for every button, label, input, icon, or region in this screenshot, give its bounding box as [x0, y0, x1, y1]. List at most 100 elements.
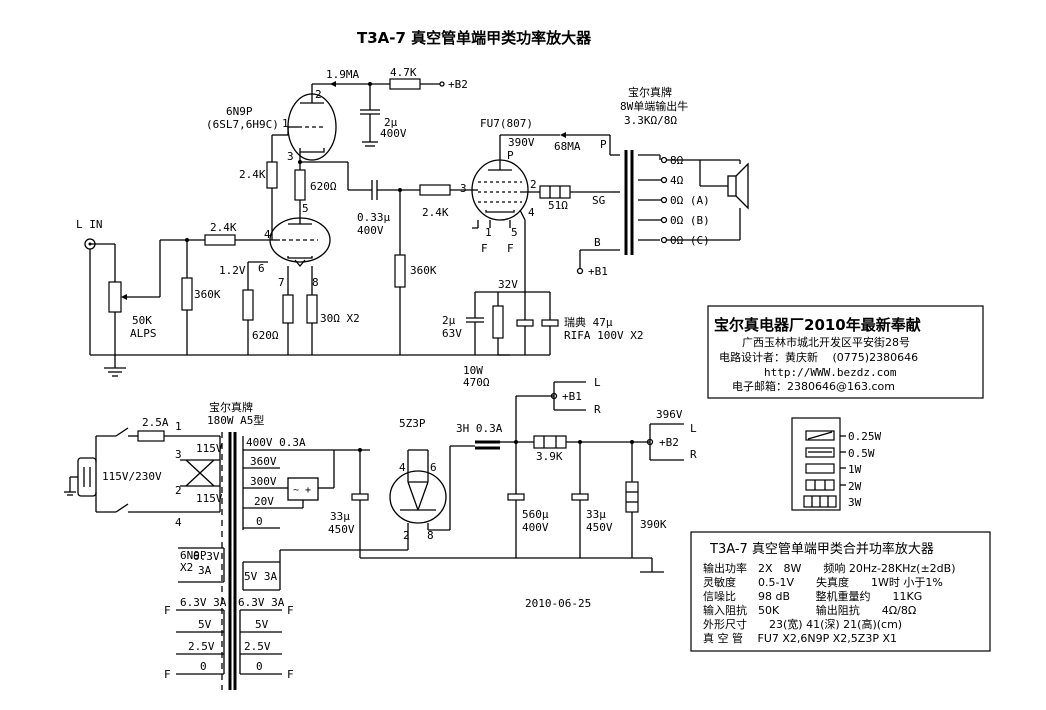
- svg-text:(6SL7,6H9C): (6SL7,6H9C): [206, 118, 279, 131]
- svg-text:620Ω: 620Ω: [310, 180, 337, 193]
- svg-text:63V: 63V: [442, 327, 462, 340]
- page-title: T3A-7 真空管单端甲类功率放大器: [357, 29, 592, 47]
- input-label: L IN: [76, 218, 103, 231]
- svg-text:3.9K: 3.9K: [536, 450, 563, 463]
- svg-text:400V: 400V: [522, 521, 549, 534]
- svg-text:3A: 3A: [198, 564, 212, 577]
- svg-text:560μ: 560μ: [522, 508, 549, 521]
- svg-text:+B2: +B2: [659, 436, 679, 449]
- svg-text:360V: 360V: [250, 455, 277, 468]
- svg-text:F: F: [481, 242, 488, 255]
- svg-text:X2: X2: [180, 561, 193, 574]
- fuse: [137, 430, 165, 442]
- svg-text:6N9P: 6N9P: [226, 105, 253, 118]
- svg-text:瑞典 47μ: 瑞典 47μ: [564, 315, 613, 329]
- svg-text:5V: 5V: [255, 618, 269, 631]
- svg-text:0: 0: [256, 660, 263, 673]
- svg-text:5: 5: [511, 226, 518, 239]
- svg-text:450V: 450V: [586, 521, 613, 534]
- svg-text:L: L: [594, 376, 601, 389]
- svg-text:6: 6: [258, 262, 265, 275]
- svg-text:宝尔真牌: 宝尔真牌: [628, 85, 672, 99]
- svg-text:6.3V: 6.3V: [193, 550, 220, 563]
- svg-text:广西玉林市城北开发区平安街28号: 广西玉林市城北开发区平安街28号: [742, 335, 910, 349]
- company-info-box: 宝尔真电器厂2010年最新奉献 广西玉林市城北开发区平安街28号 电路设计者：黄…: [707, 305, 984, 399]
- svg-text:2: 2: [175, 484, 182, 497]
- svg-text:1: 1: [175, 420, 182, 433]
- svg-text:2: 2: [530, 178, 537, 191]
- svg-text:400V: 400V: [380, 127, 407, 140]
- svg-text:4.7K: 4.7K: [390, 66, 417, 79]
- svg-text:2.5A: 2.5A: [142, 416, 169, 429]
- svg-text:2: 2: [315, 88, 322, 101]
- svg-text:F: F: [164, 604, 171, 617]
- svg-text:0Ω (A): 0Ω (A): [670, 194, 710, 207]
- speaker-taps: 8Ω 4Ω 0Ω (A) 0Ω (B) 0Ω (C): [660, 154, 710, 247]
- svg-text:5V: 5V: [198, 618, 212, 631]
- company-name: 宝尔真电器厂2010年最新奉献: [714, 316, 921, 334]
- amplifier-circuit: L IN 50K ALPS 2.4K 360K: [76, 66, 749, 389]
- svg-text:1: 1: [282, 117, 289, 130]
- svg-text:F: F: [164, 668, 171, 681]
- svg-text:信噪比 98 dB 整机重量约 11KG: 信噪比 98 dB 整机重量约 11KG: [703, 589, 922, 603]
- svg-text:1.2V: 1.2V: [219, 264, 246, 277]
- svg-text:输出功率 2X 8W 频响 20Hz-28KHz(±2dB: 输出功率 2X 8W 频响 20Hz-28KHz(±2dB): [703, 561, 956, 575]
- svg-text:8W单端输出牛: 8W单端输出牛: [620, 99, 688, 113]
- svg-text:396V: 396V: [656, 408, 683, 421]
- svg-text:2.4K: 2.4K: [239, 168, 266, 181]
- svg-text:1W: 1W: [848, 463, 862, 476]
- svg-text:360K: 360K: [410, 264, 437, 277]
- svg-text:115V/230V: 115V/230V: [102, 470, 162, 483]
- svg-text:10W: 10W: [463, 364, 483, 377]
- svg-text:115V: 115V: [196, 492, 223, 505]
- svg-text:4: 4: [399, 461, 406, 474]
- svg-text:50K: 50K: [132, 314, 152, 327]
- svg-text:+B1: +B1: [562, 390, 582, 403]
- svg-text:3H 0.3A: 3H 0.3A: [456, 422, 503, 435]
- svg-text:30Ω X2: 30Ω X2: [320, 312, 360, 325]
- power-supply-circuit: 115V/230V 2.5A 1 3 2 4 115V 115V 宝尔真牌 18…: [64, 376, 697, 690]
- svg-text:宝尔真牌: 宝尔真牌: [209, 400, 253, 414]
- svg-text:2.4K: 2.4K: [210, 221, 237, 234]
- svg-text:外形尺寸 23(宽) 41(深) 21(高)(cm): 外形尺寸 23(宽) 41(深) 21(高)(cm): [703, 617, 902, 631]
- svg-text:0Ω (B): 0Ω (B): [670, 214, 710, 227]
- svg-text:2.5V: 2.5V: [244, 640, 271, 653]
- svg-text:SG: SG: [592, 194, 605, 207]
- svg-text:6N9P: 6N9P: [180, 549, 207, 562]
- svg-text:5V 3A: 5V 3A: [244, 570, 277, 583]
- svg-text:0: 0: [200, 660, 207, 673]
- svg-text:2W: 2W: [848, 480, 862, 493]
- svg-text:3.3KΩ/8Ω: 3.3KΩ/8Ω: [624, 114, 677, 127]
- mains-plug: [77, 457, 97, 497]
- resistor-wattage-legend: 0.25W 0.5W 1W 2W 3W: [791, 417, 881, 511]
- svg-text:RIFA 100V X2: RIFA 100V X2: [564, 329, 643, 342]
- specs-title: T3A-7 真空管单端甲类合并功率放大器: [709, 541, 934, 557]
- svg-text:300V: 300V: [250, 475, 277, 488]
- svg-text:~ +: ~ +: [293, 485, 311, 496]
- svg-text:2μ: 2μ: [442, 314, 456, 327]
- svg-text:6.3V 3A: 6.3V 3A: [238, 596, 285, 609]
- svg-text:F: F: [287, 668, 294, 681]
- svg-text:0.25W: 0.25W: [848, 430, 881, 443]
- svg-text:1.9MA: 1.9MA: [326, 68, 359, 81]
- svg-text:R: R: [594, 403, 601, 416]
- svg-text:3W: 3W: [848, 496, 862, 509]
- svg-text:4: 4: [264, 228, 271, 241]
- svg-text:360K: 360K: [194, 288, 221, 301]
- svg-text:灵敏度 0.5-1V 失真度 1W时 小于1%: 灵敏度 0.5-1V 失真度 1W时 小于1%: [703, 575, 943, 589]
- svg-text:P: P: [507, 149, 514, 162]
- svg-text:0.33μ: 0.33μ: [357, 211, 390, 224]
- svg-text:32V: 32V: [498, 278, 518, 291]
- svg-text:FU7(807): FU7(807): [480, 117, 533, 130]
- speaker-icon: [727, 162, 749, 210]
- volume-pot: [108, 281, 122, 313]
- svg-text:8: 8: [312, 276, 319, 289]
- svg-text:+B1: +B1: [588, 265, 608, 278]
- svg-text:ALPS: ALPS: [130, 327, 157, 340]
- svg-text:R: R: [690, 448, 697, 461]
- svg-text:5Z3P: 5Z3P: [399, 417, 426, 430]
- svg-text:33μ: 33μ: [586, 508, 606, 521]
- svg-text:电路设计者：黄庆新 (0775)2380646: 电路设计者：黄庆新 (0775)2380646: [719, 350, 918, 364]
- svg-text:51Ω: 51Ω: [548, 199, 568, 212]
